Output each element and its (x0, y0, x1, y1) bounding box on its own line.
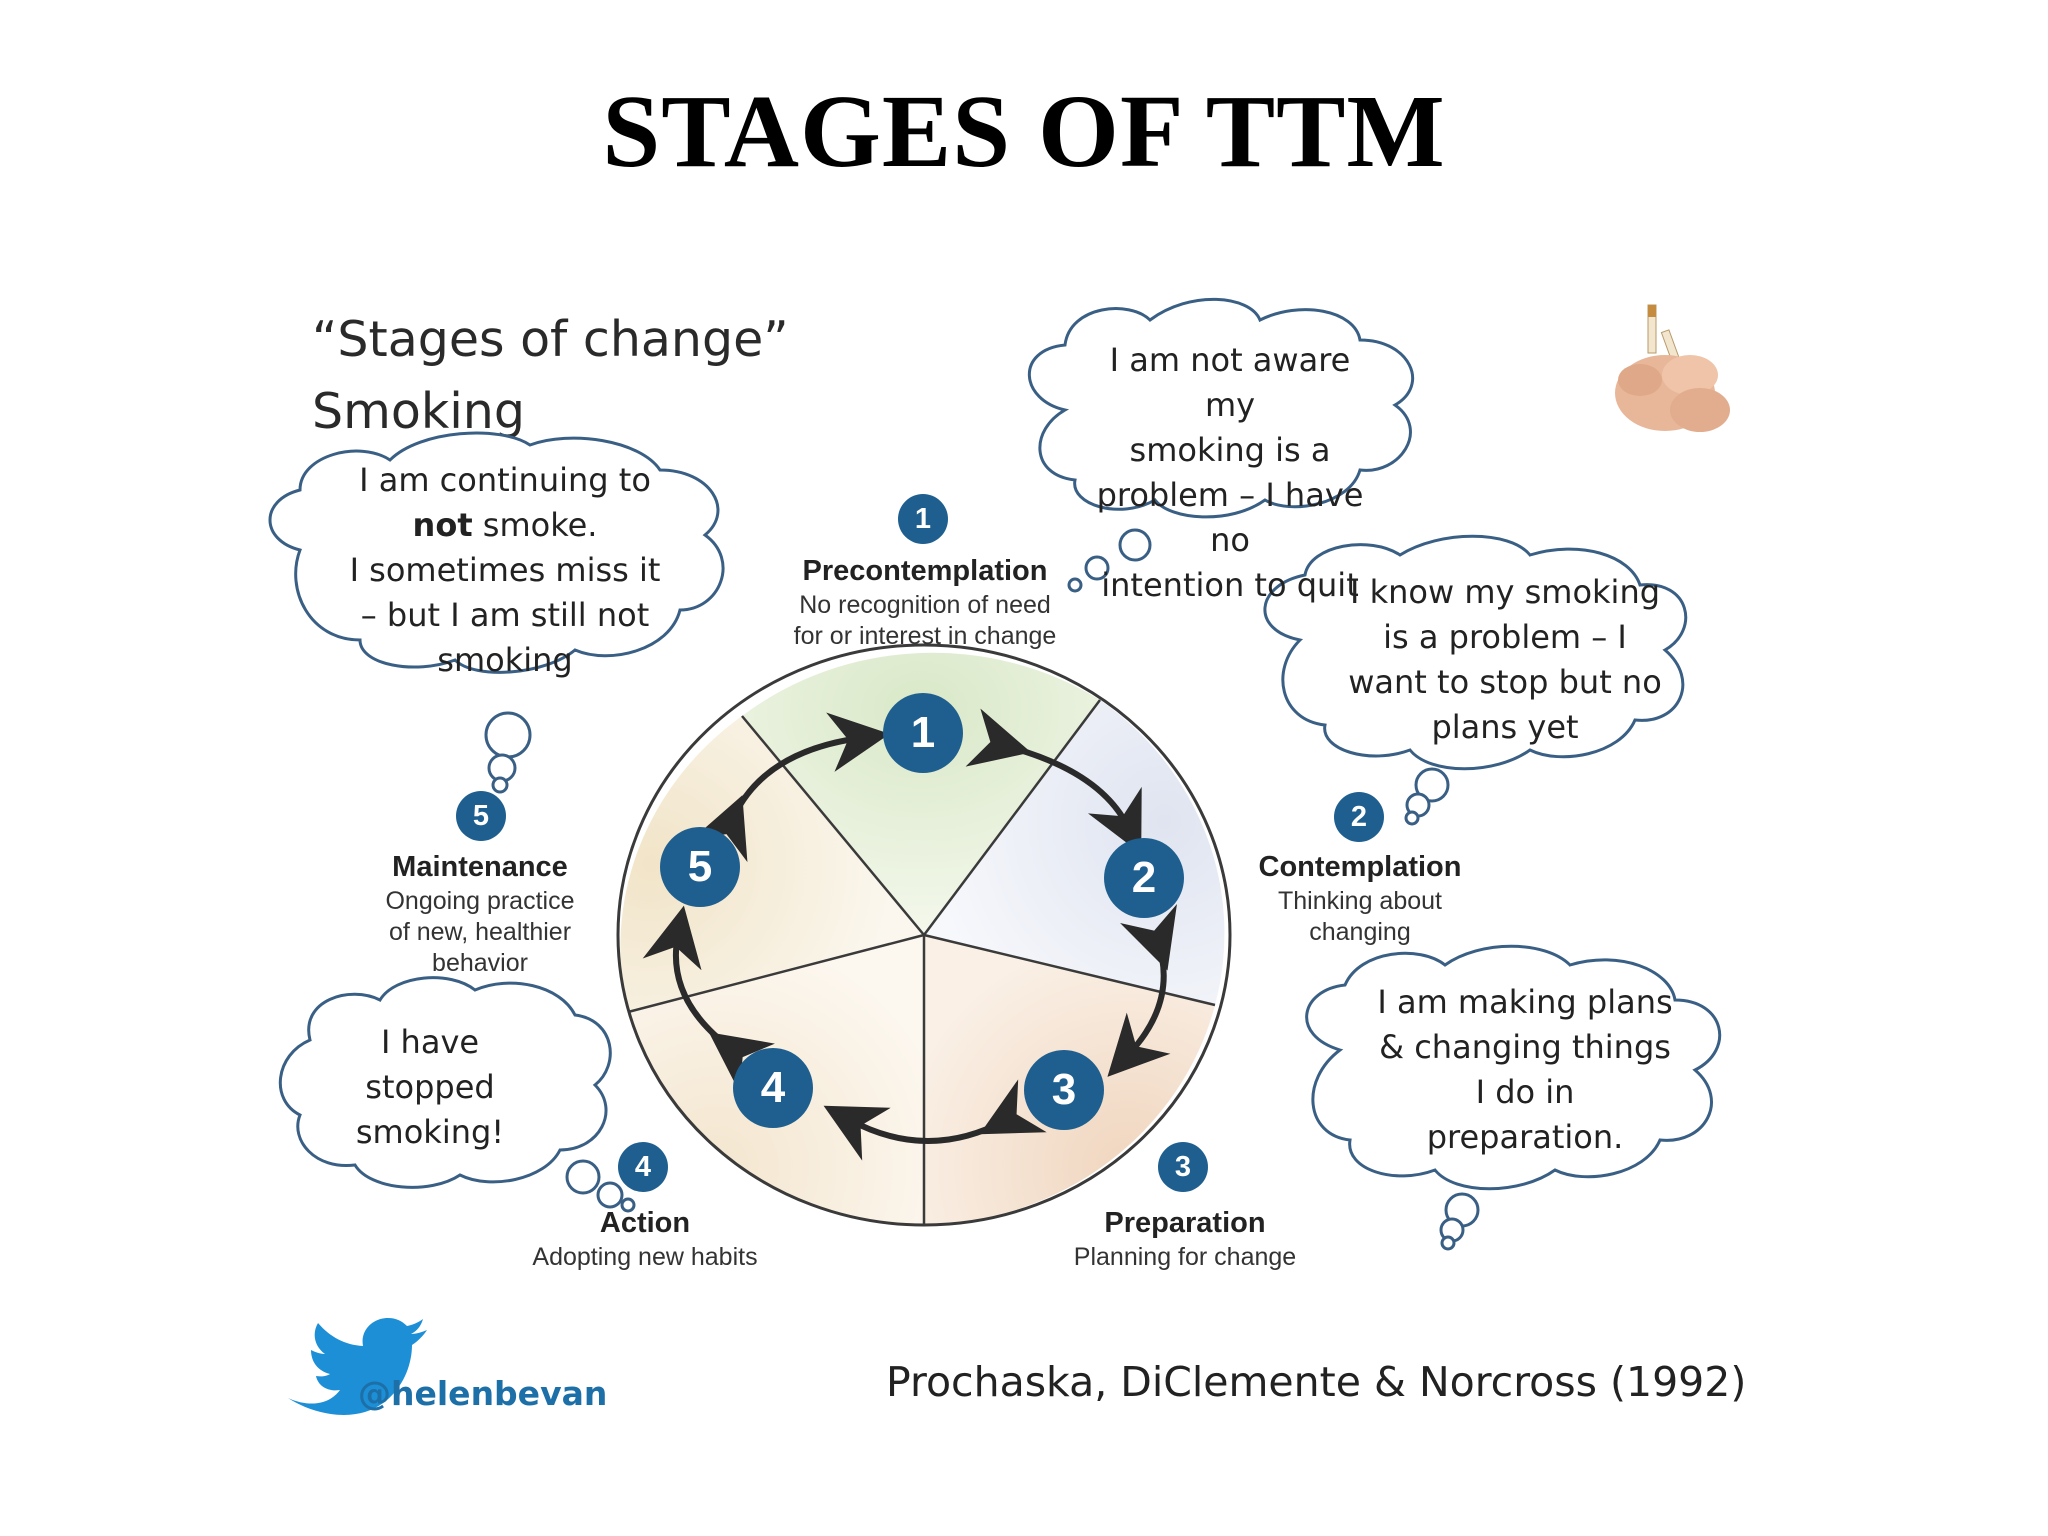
stage-badge-2: 2 (1334, 792, 1384, 842)
thought-line: smoking! (355, 1113, 505, 1151)
thought-line: preparation. (1426, 1118, 1624, 1156)
thought-line: smoking is a (1129, 431, 1331, 469)
twitter-bird-icon (288, 1318, 427, 1415)
thought-line: I sometimes miss it (349, 551, 661, 589)
stage-name: Preparation (1104, 1207, 1266, 1239)
stage-name: Precontemplation (802, 555, 1048, 587)
thought-line: want to stop but no (1348, 663, 1662, 701)
thought-cloud-maintenance (268, 431, 725, 794)
diagram-heading: “Stages of change” Smoking (312, 304, 789, 448)
stage-desc: Thinking about (1277, 887, 1442, 915)
wheel-badge-2: 2 (1104, 838, 1184, 918)
thought-line: I am continuing to (359, 461, 651, 499)
thought-line: problem – I have no (1096, 476, 1364, 559)
thought-line: stopped (365, 1068, 495, 1106)
stage-label-action: Action Adopting new habits (500, 1204, 790, 1273)
stage-name: Action (599, 1207, 691, 1239)
thought-line-rest: smoke. (472, 506, 598, 544)
thought-line: intention to quit (1101, 566, 1359, 604)
thought-line: smoking (437, 641, 573, 679)
thought-text-preparation: I am making plans & changing things I do… (1355, 980, 1695, 1160)
thought-line: I am not aware my (1109, 341, 1351, 424)
thought-text-maintenance: I am continuing to not smoke. I sometime… (340, 458, 670, 683)
stage-desc: of new, healthier (388, 918, 572, 946)
arrow-3-4 (823, 1079, 1047, 1161)
stage-label-contemplation: Contemplation Thinking about changing (1220, 848, 1500, 948)
thought-cloud-contemplation (1263, 534, 1688, 826)
thought-line: I do in (1475, 1073, 1575, 1111)
thought-line: is a problem – I (1383, 618, 1627, 656)
wheel-badge-3: 3 (1024, 1050, 1104, 1130)
citation: Prochaska, DiClemente & Norcross (1992) (886, 1358, 1747, 1406)
stage-desc: No recognition of need (799, 591, 1051, 619)
cycle-arrows (642, 708, 1177, 1161)
thought-line: I am making plans (1377, 983, 1673, 1021)
stage-badge-5: 5 (456, 791, 506, 841)
arrow-2-3 (1107, 904, 1177, 1077)
stage-label-maintenance: Maintenance Ongoing practice of new, hea… (355, 848, 605, 979)
thought-line: I have (380, 1023, 480, 1061)
thought-cloud-precontemplation (1027, 297, 1415, 593)
thought-line: plans yet (1431, 708, 1579, 746)
stage-badge-4: 4 (618, 1142, 668, 1192)
twitter-handle: @helenbevan (358, 1374, 608, 1413)
stage-desc: changing (1309, 918, 1411, 946)
wheel-badge-5: 5 (660, 827, 740, 907)
diagram-heading-line2: Smoking (312, 383, 525, 440)
thought-line: & changing things (1379, 1028, 1671, 1066)
thought-line: not smoke. (340, 503, 670, 548)
stage-desc: Adopting new habits (532, 1243, 758, 1271)
thought-text-contemplation: I know my smoking is a problem – I want … (1330, 570, 1680, 750)
thought-cloud-preparation (1305, 944, 1722, 1251)
arrow-5-1 (691, 712, 890, 863)
thought-cloud-action (278, 976, 636, 1213)
thought-line: – but I am still not (360, 596, 650, 634)
stage-badge-3: 3 (1158, 1142, 1208, 1192)
stage-desc: Planning for change (1073, 1243, 1297, 1271)
stage-name: Maintenance (392, 851, 568, 883)
stage-desc: behavior (432, 949, 528, 977)
stage-badge-1: 1 (898, 494, 948, 544)
wheel-badge-4: 4 (733, 1048, 813, 1128)
arrow-1-2 (965, 708, 1142, 854)
thought-text-action: I have stopped smoking! (330, 1020, 530, 1155)
slide-title: STAGES OF TTM (602, 74, 1446, 189)
diagram-heading-line1: “Stages of change” (312, 311, 789, 368)
stage-desc: Ongoing practice (385, 887, 575, 915)
stage-label-preparation: Preparation Planning for change (1040, 1204, 1330, 1273)
thought-text-precontemplation: I am not aware my smoking is a problem –… (1080, 338, 1380, 608)
wheel-badge-1: 1 (883, 693, 963, 773)
stage-name: Contemplation (1258, 851, 1462, 883)
thought-emphasis: not (412, 506, 473, 544)
stage-label-precontemplation: Precontemplation No recognition of need … (750, 552, 1100, 652)
thought-line: I know my smoking (1349, 573, 1661, 611)
stage-desc: for or interest in change (793, 622, 1057, 650)
arrow-4-5 (642, 905, 775, 1092)
hand-breaking-cigarette-icon (1615, 304, 1730, 432)
